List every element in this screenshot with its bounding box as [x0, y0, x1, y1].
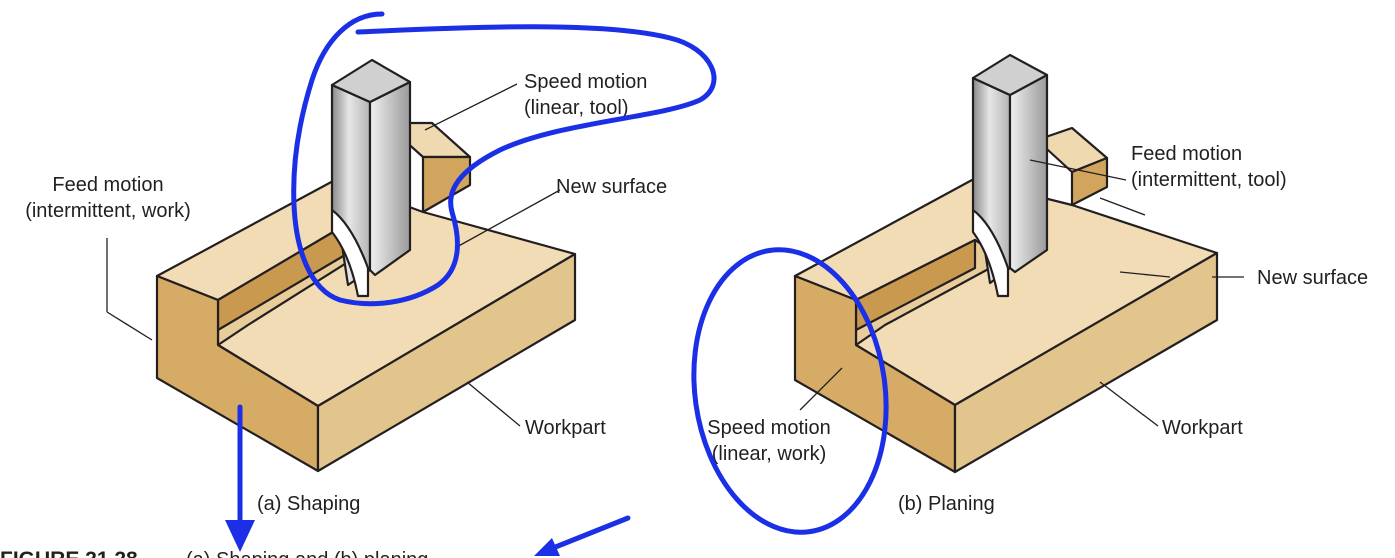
leaders-b	[799, 159, 1244, 427]
leader-speed-b	[799, 367, 843, 411]
figure-caption: FIGURE 21.28 (a) Shaping and (b) planing…	[0, 548, 434, 558]
new-surface-b: New surface	[1257, 267, 1368, 289]
panel-a-shaping: Feed motion (intermittent, work) Speed m…	[25, 58, 667, 515]
tool-a-top	[330, 58, 412, 104]
workpart-b-label: Workpart	[1162, 417, 1243, 439]
ink-arrow-down	[225, 404, 255, 552]
leader-newsurface-b	[1119, 271, 1171, 278]
speed-motion-b-line1: Speed motion	[707, 417, 830, 439]
cutting-tool-b	[971, 53, 1049, 298]
workpart-b-side	[953, 251, 1219, 474]
tool-b-side	[1008, 73, 1049, 274]
workpart-b-back-ledge-front	[1070, 156, 1109, 207]
leader-feed-b	[1029, 159, 1127, 181]
leader-feed-a	[106, 311, 153, 341]
tool-a-side	[368, 80, 412, 277]
leader-workpart-a	[466, 381, 521, 427]
caption-a: (a) Shaping	[257, 493, 360, 515]
new-surface-a: New surface	[556, 176, 667, 198]
leader-newsurface-a	[454, 189, 561, 249]
feed-motion-b-line2: (intermittent, tool)	[1131, 169, 1287, 191]
caption-b: (b) Planing	[898, 493, 995, 515]
speed-motion-a-line1: Speed motion	[524, 71, 647, 93]
figure-number: FIGURE 21.28	[0, 548, 138, 558]
feed-motion-a-line1: Feed motion	[52, 174, 163, 196]
leader-speed-a	[424, 83, 518, 131]
panel-b-planing: Feed motion (intermittent, tool) New sur…	[707, 53, 1368, 515]
figure-caption-text: (a) Shaping and (b) planing.	[186, 549, 434, 558]
tool-b-tip	[971, 208, 1010, 298]
feed-motion-b-line1: Feed motion	[1131, 143, 1242, 165]
cutting-tool-a	[330, 58, 412, 298]
feed-motion-a-line2: (intermittent, work)	[25, 200, 191, 222]
ink-arrow-diagonal	[534, 515, 631, 556]
tool-a-tip	[330, 208, 370, 298]
leader-feed-b-motion	[1099, 197, 1146, 216]
tool-b-top	[971, 53, 1049, 97]
speed-motion-a-line2: (linear, tool)	[524, 97, 629, 119]
leader-workpart-b	[1099, 381, 1159, 427]
workpart-a-label: Workpart	[525, 417, 606, 439]
workpart-a-back-ledge-front	[421, 155, 472, 214]
ink-loop-tool-a	[291, 11, 717, 307]
ink-ellipse-workpart-b	[691, 247, 889, 535]
speed-motion-b-line2: (linear, work)	[712, 443, 826, 465]
workpart-a-side	[316, 252, 577, 473]
leaders-a	[106, 83, 561, 427]
ink-annotations	[225, 11, 889, 556]
